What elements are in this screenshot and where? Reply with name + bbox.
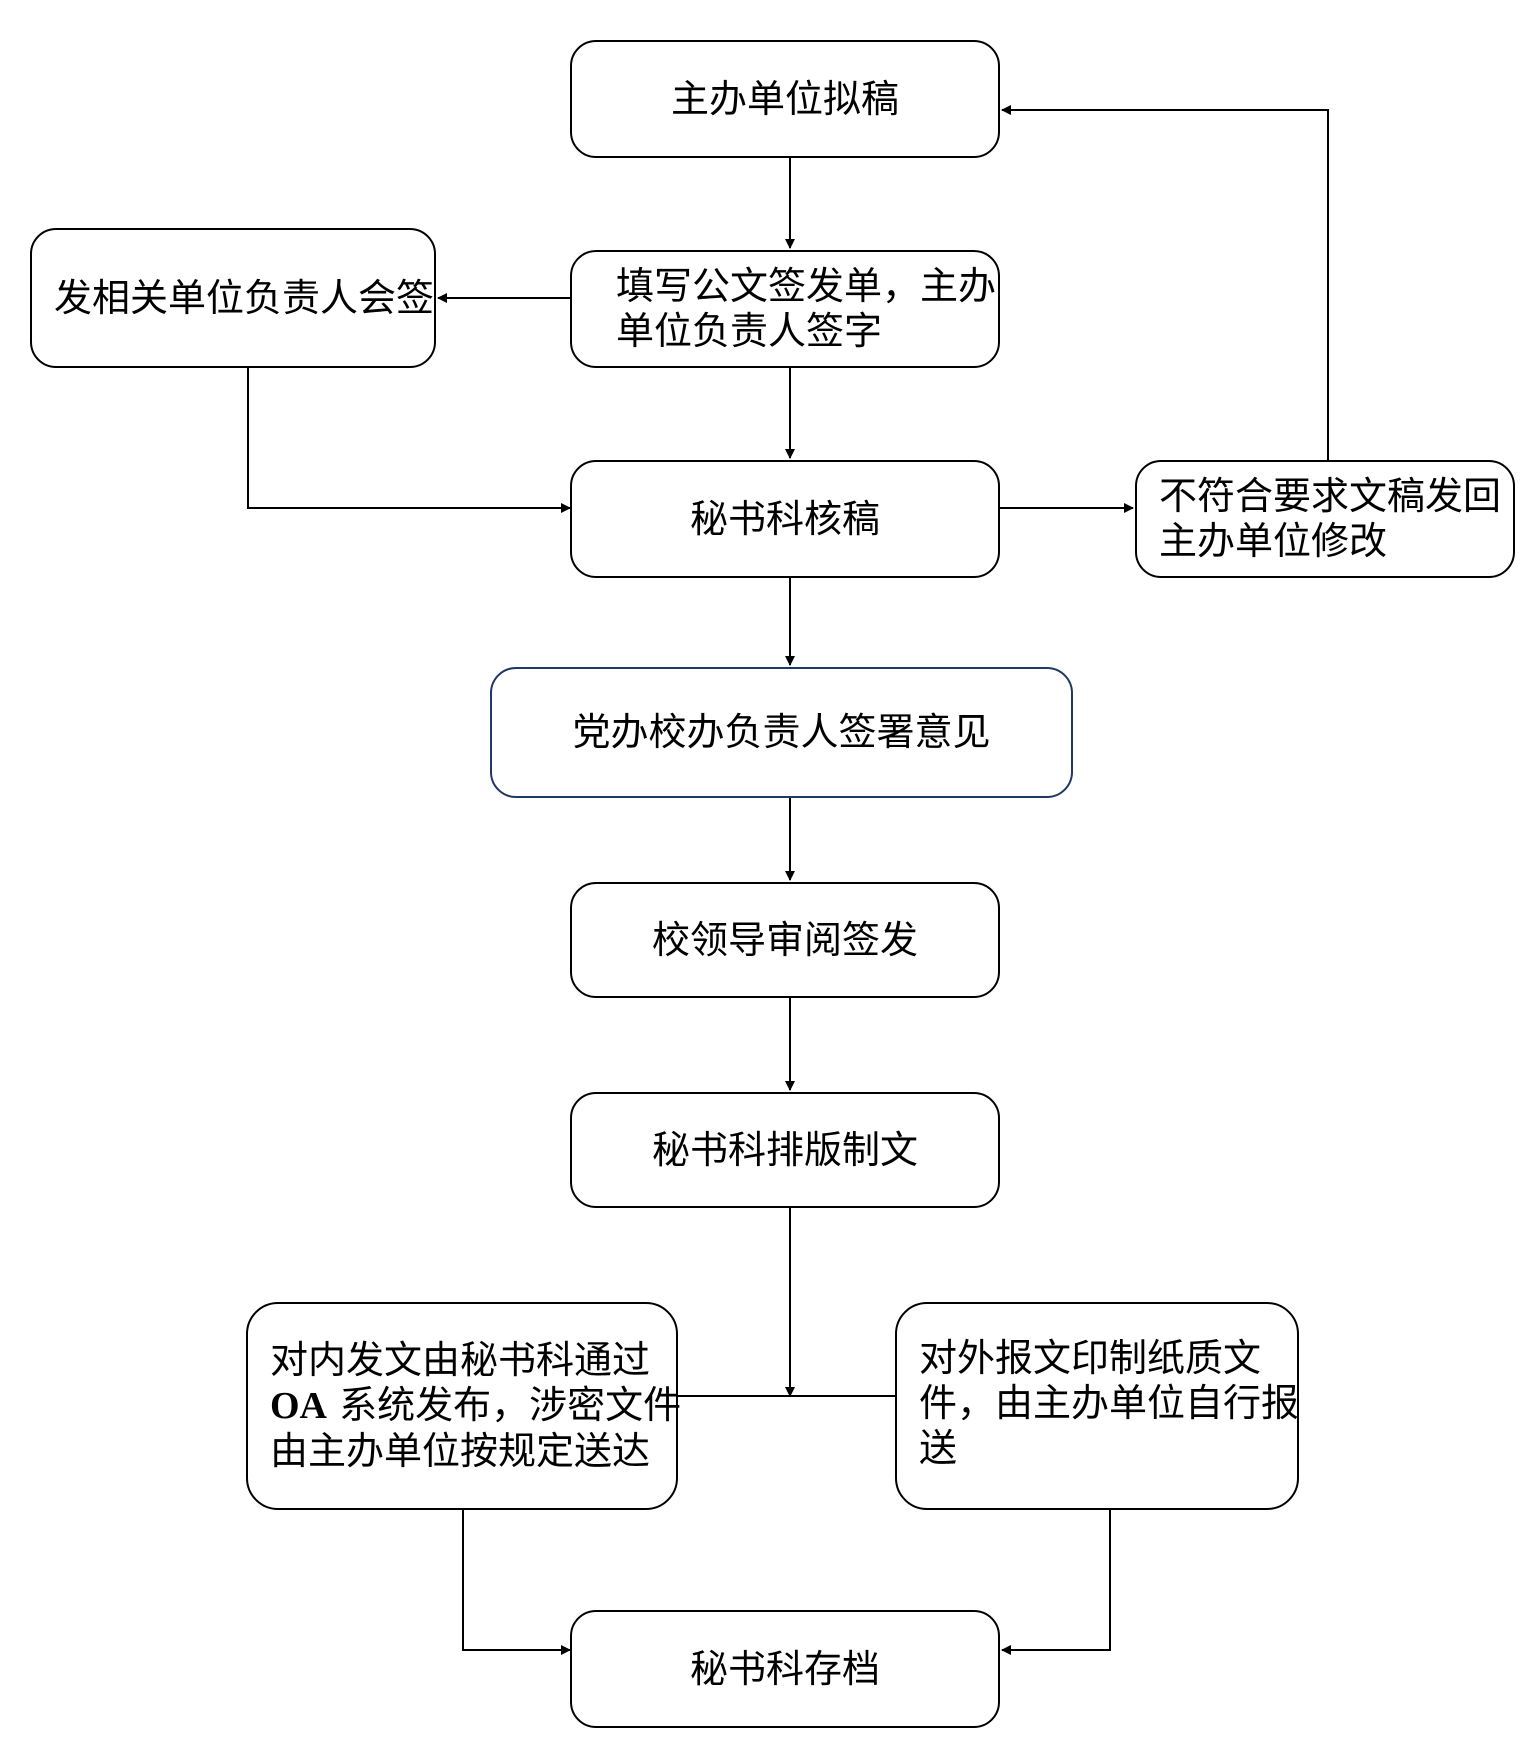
node-external-line3: 送: [919, 1426, 958, 1470]
node-typeset-label: 秘书科排版制文: [651, 1127, 918, 1172]
node-office-opinion-label: 党办校办负责人签署意见: [572, 710, 991, 754]
arrow-return-to-draft: [1001, 105, 1329, 460]
node-return-line1: 不符合要求文稿发回: [1159, 474, 1502, 518]
node-internal-line1: 对内发文由秘书科通过: [270, 1338, 651, 1382]
node-leader-sign: 校领导审阅签发: [570, 882, 1000, 998]
arrow-internal-to-archive: [462, 1510, 571, 1655]
node-external: 对外报文印制纸质文 件，由主办单位自行报 送: [895, 1302, 1299, 1510]
node-fill-form: 填写公文签发单，主办 单位负责人签字: [570, 250, 1000, 368]
node-external-line2: 件，由主办单位自行报: [919, 1381, 1300, 1425]
node-office-opinion: 党办校办负责人签署意见: [490, 667, 1073, 798]
node-leader-sign-label: 校领导审阅签发: [651, 917, 918, 962]
arrow-external-to-archive: [1001, 1510, 1111, 1655]
node-fill-form-line2: 单位负责人签字: [616, 309, 883, 353]
node-draft: 主办单位拟稿: [570, 40, 1000, 158]
node-cosign: 发相关单位负责人会签: [30, 228, 436, 368]
node-internal-line2: OA 系统发布，涉密文件: [270, 1383, 681, 1429]
arrow-cosign-to-review: [247, 368, 571, 513]
node-typeset: 秘书科排版制文: [570, 1092, 1000, 1208]
node-draft-label: 主办单位拟稿: [670, 76, 899, 121]
node-external-line1: 对外报文印制纸质文: [919, 1336, 1262, 1380]
node-review-label: 秘书科核稿: [689, 496, 880, 541]
node-internal-line3: 由主办单位按规定送达: [270, 1429, 651, 1473]
node-return: 不符合要求文稿发回 主办单位修改: [1135, 460, 1515, 578]
node-review: 秘书科核稿: [570, 460, 1000, 578]
node-archive-label: 秘书科存档: [689, 1646, 880, 1691]
node-return-line2: 主办单位修改: [1159, 519, 1388, 563]
node-internal-line2-rest: 系统发布，涉密文件: [327, 1383, 682, 1427]
node-fill-form-line1: 填写公文签发单，主办: [616, 264, 997, 308]
node-internal-oa: OA: [270, 1385, 327, 1427]
node-internal: 对内发文由秘书科通过 OA 系统发布，涉密文件 由主办单位按规定送达: [246, 1302, 681, 1510]
node-cosign-label: 发相关单位负责人会签: [54, 275, 435, 320]
node-archive: 秘书科存档: [570, 1610, 1000, 1728]
